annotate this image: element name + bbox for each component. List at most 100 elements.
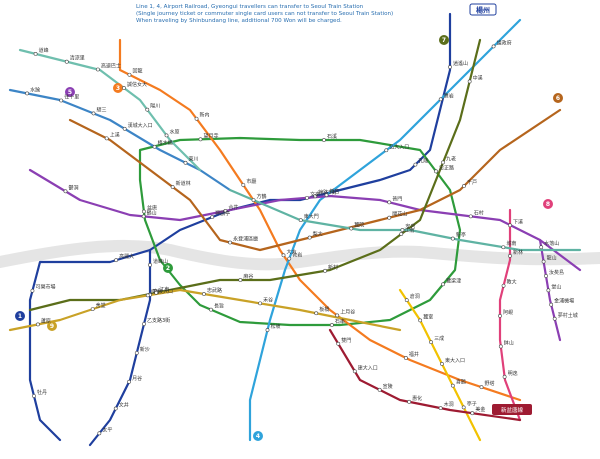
station-name[interactable]: 太平 — [102, 426, 112, 433]
station-dot[interactable] — [448, 65, 451, 68]
station-dot[interactable] — [468, 80, 471, 83]
station-name[interactable]: 梨大 — [313, 231, 323, 238]
station-dot[interactable] — [142, 210, 145, 213]
station-dot[interactable] — [202, 292, 205, 295]
station-name[interactable]: 文井 — [119, 402, 129, 409]
station-dot[interactable] — [540, 246, 543, 249]
station-name[interactable]: 堂山 — [551, 283, 561, 290]
station-dot[interactable] — [36, 323, 39, 326]
station-name[interactable]: 福井 — [409, 351, 419, 358]
station-name[interactable]: 舍堂 — [96, 302, 106, 309]
station-dot[interactable] — [98, 432, 101, 435]
station-dot[interactable] — [114, 407, 117, 410]
station-dot[interactable] — [553, 317, 556, 320]
station-name[interactable]: 東大入口 — [445, 357, 465, 364]
station-name[interactable]: 牡丹 — [37, 389, 47, 396]
station-name[interactable]: 鉢山 — [504, 339, 514, 346]
station-dot[interactable] — [441, 161, 444, 164]
station-dot[interactable] — [400, 232, 403, 235]
station-dot[interactable] — [502, 284, 505, 287]
station-name[interactable]: 普門 — [392, 195, 402, 202]
station-dot[interactable] — [148, 263, 151, 266]
station-name[interactable]: 新内 — [200, 112, 210, 119]
station-dot[interactable] — [322, 138, 325, 141]
station-name[interactable]: 上溪 — [110, 131, 120, 138]
station-name[interactable]: 汝矣島 — [549, 269, 564, 276]
station-name[interactable]: 忠武路 — [207, 287, 222, 294]
station-name[interactable]: 板橋 — [319, 306, 329, 313]
station-name[interactable]: 開花山 — [392, 211, 407, 218]
station-dot[interactable] — [92, 112, 95, 115]
station-name[interactable]: 下溪 — [513, 218, 523, 225]
station-dot[interactable] — [60, 99, 63, 102]
station-dot[interactable] — [127, 380, 130, 383]
station-dot[interactable] — [414, 163, 417, 166]
station-name[interactable]: 喜鵲 — [456, 379, 466, 386]
station-name[interactable]: 蠶院 — [354, 222, 364, 229]
station-name[interactable]: 明逸 — [508, 370, 518, 377]
station-name[interactable]: 新道林 — [176, 180, 191, 187]
station-dot[interactable] — [462, 406, 465, 409]
station-dot[interactable] — [499, 345, 502, 348]
station-dot[interactable] — [195, 117, 198, 120]
station-name[interactable]: 驛三 — [97, 107, 107, 113]
station-name[interactable]: 上月谷 — [340, 308, 355, 315]
station-name[interactable]: 三成 — [434, 335, 444, 342]
station-name[interactable]: 美金 — [475, 406, 485, 413]
station-name[interactable]: 道峰山 — [153, 258, 168, 265]
station-dot[interactable] — [228, 241, 231, 244]
station-dot[interactable] — [25, 92, 28, 95]
station-dot[interactable] — [96, 68, 99, 71]
station-name[interactable]: 誠信女大 — [127, 81, 147, 88]
station-name[interactable]: 江東 — [159, 286, 169, 293]
station-dot[interactable] — [305, 196, 308, 199]
station-dot[interactable] — [508, 254, 511, 257]
station-dot[interactable] — [419, 319, 422, 322]
station-dot[interactable] — [266, 328, 269, 331]
station-name[interactable]: 阿峴 — [503, 309, 513, 316]
station-name[interactable]: 千戸 — [467, 179, 477, 186]
station-name[interactable]: 蘆原 — [41, 317, 51, 324]
station-name[interactable]: 東川 — [188, 156, 198, 163]
station-dot[interactable] — [401, 228, 404, 231]
station-dot[interactable] — [429, 341, 432, 344]
station-dot[interactable] — [404, 356, 407, 359]
station-dot[interactable] — [388, 201, 391, 204]
station-name[interactable]: 新亭 — [456, 232, 466, 239]
station-name[interactable]: 木洞 — [444, 401, 454, 408]
station-dot[interactable] — [350, 227, 353, 230]
station-dot[interactable] — [451, 384, 454, 387]
station-name[interactable]: 夢村土城 — [558, 312, 578, 319]
station-dot[interactable] — [547, 289, 550, 292]
station-name[interactable]: 忠正路 — [439, 164, 454, 171]
station-dot[interactable] — [471, 412, 474, 415]
station-dot[interactable] — [142, 215, 145, 218]
station-dot[interactable] — [32, 394, 35, 397]
station-dot[interactable] — [155, 291, 158, 294]
station-dot[interactable] — [330, 323, 333, 326]
station-dot[interactable] — [498, 314, 501, 317]
station-dot[interactable] — [325, 194, 328, 197]
station-dot[interactable] — [239, 278, 242, 281]
station-dot[interactable] — [209, 308, 212, 311]
station-dot[interactable] — [211, 216, 214, 219]
station-name[interactable]: 長旨 — [214, 304, 224, 310]
station-name[interactable]: 陽川 — [150, 103, 160, 110]
station-dot[interactable] — [308, 236, 311, 239]
station-dot[interactable] — [153, 145, 156, 148]
station-name[interactable]: 石串 — [335, 319, 345, 325]
station-name[interactable]: 高麗大 — [119, 253, 134, 260]
station-name[interactable]: 孔陵 — [418, 158, 428, 165]
station-name[interactable]: 狎鷗亭 — [215, 210, 230, 217]
station-name[interactable]: 松坡 — [270, 323, 280, 330]
station-dot[interactable] — [480, 386, 483, 389]
station-name[interactable]: 水原 — [170, 128, 180, 135]
station-name[interactable]: 梧木橋 — [158, 140, 173, 147]
station-name[interactable]: 教大 — [507, 279, 517, 286]
station-dot[interactable] — [299, 219, 302, 222]
station-dot[interactable] — [469, 215, 472, 218]
station-dot[interactable] — [353, 370, 356, 373]
station-name[interactable]: 可樂市場 — [35, 284, 55, 291]
station-dot[interactable] — [259, 302, 262, 305]
